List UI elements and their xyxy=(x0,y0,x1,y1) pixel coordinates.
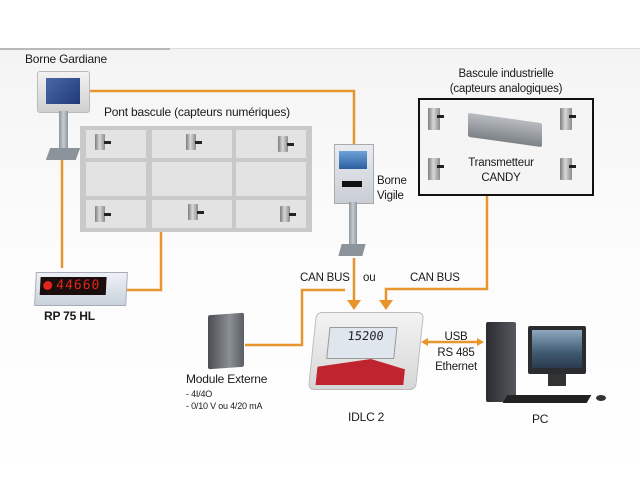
can-bus-right-label: CAN BUS xyxy=(410,272,460,284)
can-bus-left-label: CAN BUS xyxy=(300,272,350,284)
divider xyxy=(0,48,170,50)
monitor-stand xyxy=(548,374,566,386)
pc-label: PC xyxy=(532,412,549,426)
junction-box xyxy=(468,112,542,148)
transmetteur-label: Transmetteur CANDY xyxy=(446,156,556,186)
spec-line: - 0/10 V ou 4/20 mA xyxy=(186,401,263,411)
kiosk-pole xyxy=(349,202,357,248)
link-protocol: USB xyxy=(444,331,468,343)
divider xyxy=(170,48,640,49)
wire-module-idlc xyxy=(245,288,345,347)
pont-bascule-platform xyxy=(80,126,312,232)
load-cell xyxy=(428,158,444,180)
kiosk-pole xyxy=(59,111,68,151)
monitor-screen xyxy=(532,330,582,368)
kiosk-screen xyxy=(339,151,367,169)
label-line: Bascule industrielle xyxy=(458,68,554,80)
label-line: Vigile xyxy=(377,190,404,202)
idlc2-keypad-panel xyxy=(315,359,406,385)
kiosk-screen xyxy=(46,78,80,104)
label-line: Transmetteur xyxy=(468,157,534,169)
module-externe-specs: - 4I/4O - 0/10 V ou 4/20 mA xyxy=(186,388,262,412)
keyboard xyxy=(502,395,592,403)
borne-vigile-kiosk xyxy=(334,144,374,204)
ticket-slot xyxy=(342,181,362,187)
load-cell xyxy=(278,136,294,152)
wire-bascule-rp75 xyxy=(127,232,163,292)
label-line: CANDY xyxy=(481,172,521,184)
module-externe-label: Module Externe xyxy=(186,372,268,386)
borne-gardiane-kiosk xyxy=(37,71,90,113)
led-indicator-icon xyxy=(42,281,53,290)
load-cell xyxy=(560,158,576,180)
arrow-left-icon xyxy=(421,338,428,346)
load-cell xyxy=(95,206,111,222)
borne-vigile-label: Borne Vigile xyxy=(377,174,407,204)
rp75-label: RP 75 HL xyxy=(44,309,95,323)
pc-tower xyxy=(486,322,516,402)
rp75-display-unit: 44660 xyxy=(34,272,128,306)
pc-link-label: USB RS 485 Ethernet xyxy=(428,330,484,374)
pc-monitor xyxy=(528,326,586,374)
link-protocol: Ethernet xyxy=(435,361,477,373)
idlc2-screen: 15200 xyxy=(326,327,398,359)
bascule-industrielle-label: Bascule industrielle (capteurs analogiqu… xyxy=(418,67,594,97)
arrow-right-icon xyxy=(477,338,484,346)
label-line: Borne xyxy=(377,175,407,187)
module-externe-device xyxy=(208,312,244,370)
spec-line: - 4I/4O xyxy=(186,389,213,399)
pont-bascule-label: Pont bascule (capteurs numériques) xyxy=(104,105,290,119)
borne-gardiane-label: Borne Gardiane xyxy=(25,52,107,66)
idlc2-label: IDLC 2 xyxy=(348,410,385,424)
load-cell xyxy=(186,134,202,150)
arrow-down-icon xyxy=(347,300,361,310)
or-label: ou xyxy=(363,272,376,284)
wire-candy-idlc xyxy=(384,192,489,300)
kiosk-base xyxy=(45,148,81,160)
link-protocol: RS 485 xyxy=(437,347,475,359)
rp75-readout: 44660 xyxy=(55,278,101,293)
idlc2-device: 15200 xyxy=(307,312,425,390)
load-cell xyxy=(560,108,576,130)
load-cell xyxy=(95,134,111,150)
idlc2-readout: 15200 xyxy=(346,329,385,343)
wire-gardiane-vigile xyxy=(88,89,356,144)
arrow-down-icon xyxy=(379,300,393,310)
bascule-industrielle-frame: Transmetteur CANDY xyxy=(418,98,594,196)
kiosk-base xyxy=(338,244,366,256)
rp75-screen: 44660 xyxy=(39,277,107,295)
load-cell xyxy=(428,108,444,130)
label-line: (capteurs analogiques) xyxy=(449,83,563,95)
load-cell xyxy=(280,206,296,222)
load-cell xyxy=(188,204,204,220)
mouse xyxy=(596,395,606,401)
